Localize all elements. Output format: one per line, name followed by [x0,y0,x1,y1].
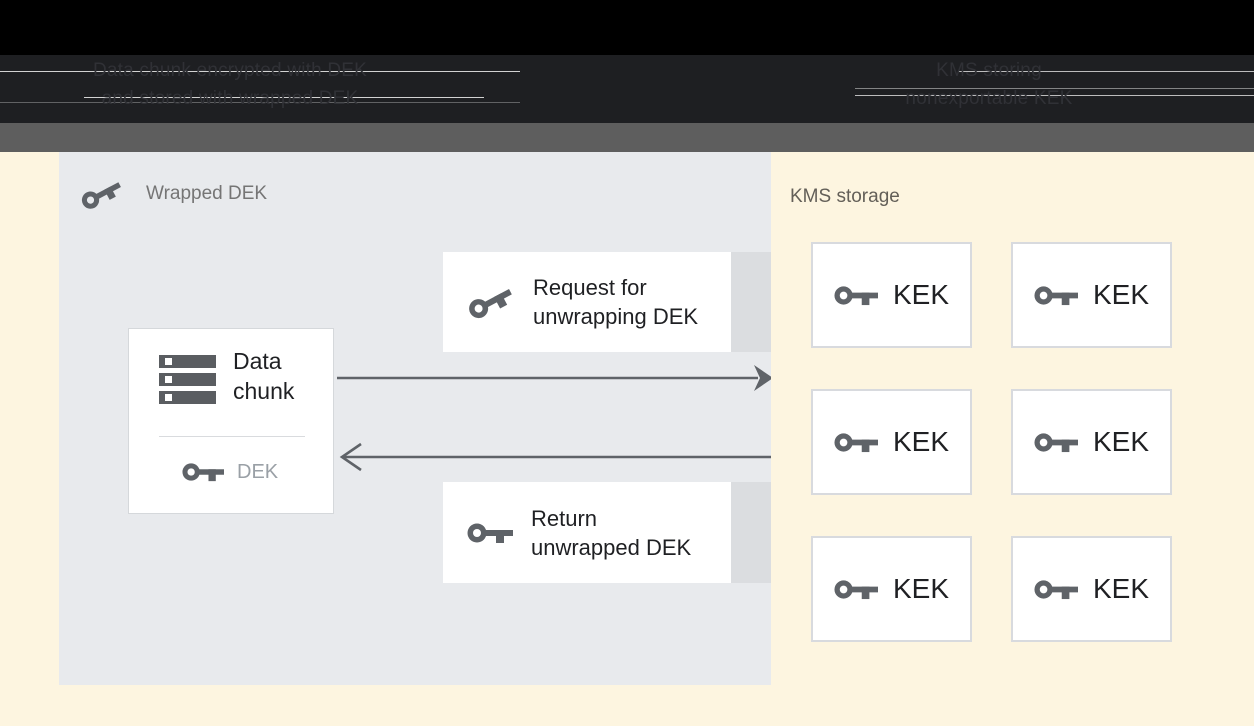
request-arrow-icon [337,365,771,391]
kek-box: KEK [811,536,972,642]
caption-data-chunk: Data chunk encrypted with DEK and stored… [58,57,402,113]
return-unwrapped-content: Return unwrapped DEK [467,482,691,583]
return-unwrapped-box: Return unwrapped DEK [443,482,731,583]
return-box-shadow [731,482,771,583]
wrapped-key-icon [81,182,121,209]
header-divider-line [855,88,1254,89]
data-chunk-title: Data chunk [233,346,294,406]
wrapped-dek-label: Wrapped DEK [146,183,268,204]
caption-line: and stored with wrapped DEK [101,88,359,109]
kek-box: KEK [1011,242,1172,348]
kek-label: KEK [892,426,950,457]
data-chunk-title-line: chunk [233,378,295,404]
request-box-shadow [731,252,771,352]
data-chunk-box: Data chunk DEK [128,328,334,514]
kek-box: KEK [1011,389,1172,495]
key-icon [834,579,878,599]
key-icon [1034,285,1078,305]
wrapped-dek-header: Wrapped DEK [80,176,267,212]
kms-storage-label: KMS storage [790,186,900,207]
kek-label: KEK [1092,426,1150,457]
request-unwrap-content: Request for unwrapping DEK [467,252,698,352]
kek-box: KEK [1011,536,1172,642]
kek-label: KEK [892,573,950,604]
return-label-line: unwrapped DEK [531,534,692,560]
header-divider-line [0,102,520,103]
header-black-band [0,0,1254,55]
header-divider-line [84,97,484,98]
request-label-line: Request for [533,275,647,300]
return-unwrapped-label: Return unwrapped DEK [531,504,691,562]
header-divider-line [0,71,520,72]
caption-line: KMS storing [936,60,1042,81]
header-divider-line [958,71,1254,72]
kek-label: KEK [1092,279,1150,310]
kek-label: KEK [1092,573,1150,604]
data-chunk-title-line: Data [233,348,282,374]
dek-label: DEK [237,460,279,483]
caption-line: Data chunk encrypted with DEK [92,60,368,81]
wrapped-key-icon [469,289,512,319]
return-arrow-icon [339,442,771,472]
kek-grid: KEK KEK KE [811,242,1172,642]
key-icon [182,463,224,482]
key-icon [467,523,513,543]
caption-kms: KMS storing nonexportable KEK [847,57,1131,113]
wrapped-dek-panel: Wrapped DEK Data chunk [59,152,771,685]
dek-row: DEK [182,460,278,484]
data-chunk-divider [159,436,305,437]
kek-label: KEK [892,279,950,310]
key-icon [834,432,878,452]
header-gray-band [0,123,1254,152]
request-unwrap-box: Request for unwrapping DEK [443,252,731,352]
kek-box: KEK [811,242,972,348]
caption-line: nonexportable KEK [905,88,1073,109]
request-label-line: unwrapping DEK [533,304,699,329]
key-icon [1034,579,1078,599]
return-label-line: Return [531,505,598,531]
request-unwrap-label: Request for unwrapping DEK [533,273,698,331]
key-icon [834,285,878,305]
key-icon [1034,432,1078,452]
header-dark-band [0,55,1254,123]
data-stack-icon [159,355,216,404]
kek-box: KEK [811,389,972,495]
header-divider-line [855,95,1254,96]
